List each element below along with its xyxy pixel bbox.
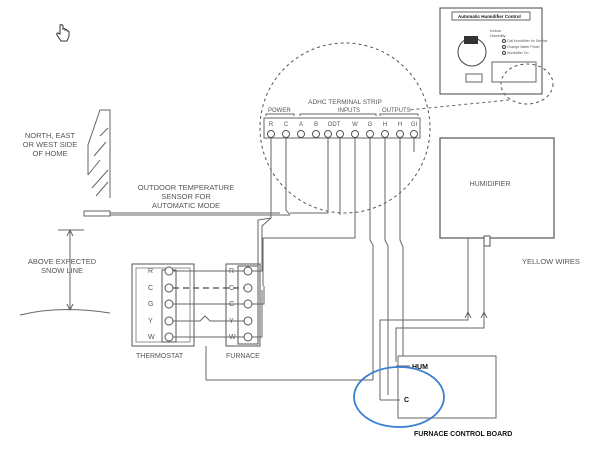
strip-term-B: B: [314, 122, 318, 128]
thermostat-label: THERMOSTAT: [136, 353, 184, 360]
tstat-term-G: G: [148, 301, 153, 308]
highlight-ellipse: [353, 366, 445, 428]
tstat-term-Y: Y: [148, 318, 153, 325]
sensor-line-3: AUTOMATIC MODE: [152, 201, 220, 210]
sensor-line-1: OUTDOOR TEMPERATURE: [138, 183, 234, 192]
c-terminal-label: C: [404, 397, 409, 404]
control-option-3: Call Humidifier for Service: [507, 39, 548, 43]
location-line-1: NORTH, EAST: [25, 131, 76, 140]
zoom-circle-large: [259, 42, 431, 214]
strip-wires: [257, 138, 415, 410]
sensor-label: OUTDOOR TEMPERATURE SENSOR FOR AUTOMATIC…: [138, 183, 234, 210]
location-label: NORTH, EAST OR WEST SIDE OF HOME: [23, 131, 77, 158]
strip-term-W: W: [352, 122, 358, 128]
control-panel-title: Automatic Humidifier Control: [458, 14, 521, 19]
humidifier-control-panel: Automatic Humidifier Control Indoor Humi…: [439, 7, 548, 95]
hand-cursor-icon: [56, 24, 70, 42]
tstat-term-C: C: [148, 285, 153, 292]
outputs-label: OUTPUTS: [382, 108, 411, 114]
power-label: POWER: [268, 108, 291, 114]
thermostat: R C G Y W THERMOSTAT: [131, 263, 195, 360]
strip-term-H2: H: [398, 122, 402, 128]
adhc-title: ADHC TERMINAL STRIP: [308, 99, 382, 106]
strip-term-ODT: ODT: [328, 122, 341, 128]
furnace-board-label: FURNACE CONTROL BOARD: [414, 431, 512, 438]
control-option-2: Humidity: [490, 33, 506, 38]
strip-screws: [267, 130, 418, 138]
sensor-line-2: SENSOR FOR: [161, 192, 211, 201]
strip-term-H1: H: [383, 122, 387, 128]
snow-line-2: SNOW LINE: [41, 266, 83, 275]
furnace-block: R C G Y W FURNACE: [225, 263, 261, 360]
thermostat-terminal-labels: R C G Y W: [148, 268, 155, 341]
tstat-furnace-wires: [173, 217, 373, 381]
tstat-term-W: W: [148, 334, 155, 341]
humidifier-label: HUMIDIFIER: [470, 181, 511, 188]
humidifier-unit: HUMIDIFIER: [439, 137, 555, 322]
furnace-term-C: C: [229, 285, 234, 292]
strip-term-A: A: [299, 122, 303, 128]
hum-terminal-label: HUM: [412, 364, 428, 371]
temperature-sensor: [83, 210, 290, 217]
adhc-terminal-strip: ADHC TERMINAL STRIP POWER INPUTS OUTPUTS…: [263, 99, 421, 139]
inputs-label: INPUTS: [338, 108, 360, 114]
control-option-4: Change Water Panel: [507, 45, 540, 49]
location-line-2: OR WEST SIDE: [23, 140, 77, 149]
snow-dimension: ABOVE EXPECTED SNOW LINE: [19, 228, 111, 316]
snow-line-1: ABOVE EXPECTED: [28, 257, 97, 266]
house-wall: [87, 109, 111, 198]
tstat-term-R: R: [148, 268, 153, 275]
strip-term-G: G: [368, 122, 373, 128]
furnace-label: FURNACE: [226, 353, 260, 360]
furnace-control-board: HUM C FURNACE CONTROL BOARD: [380, 355, 512, 438]
control-option-5: Humidifier On: [507, 51, 528, 55]
strip-term-R: R: [269, 122, 274, 128]
strip-term-GI: GI: [411, 122, 418, 128]
strip-term-C: C: [284, 122, 289, 128]
yellow-wires-label: YELLOW WIRES: [522, 257, 580, 266]
board-wires: [379, 310, 485, 400]
control-option-1: Indoor: [490, 28, 502, 33]
location-line-3: OF HOME: [33, 149, 68, 158]
zoom-circle-small: [500, 63, 554, 105]
strip-terminal-labels: R C A B ODT W G H H GI: [269, 122, 418, 128]
